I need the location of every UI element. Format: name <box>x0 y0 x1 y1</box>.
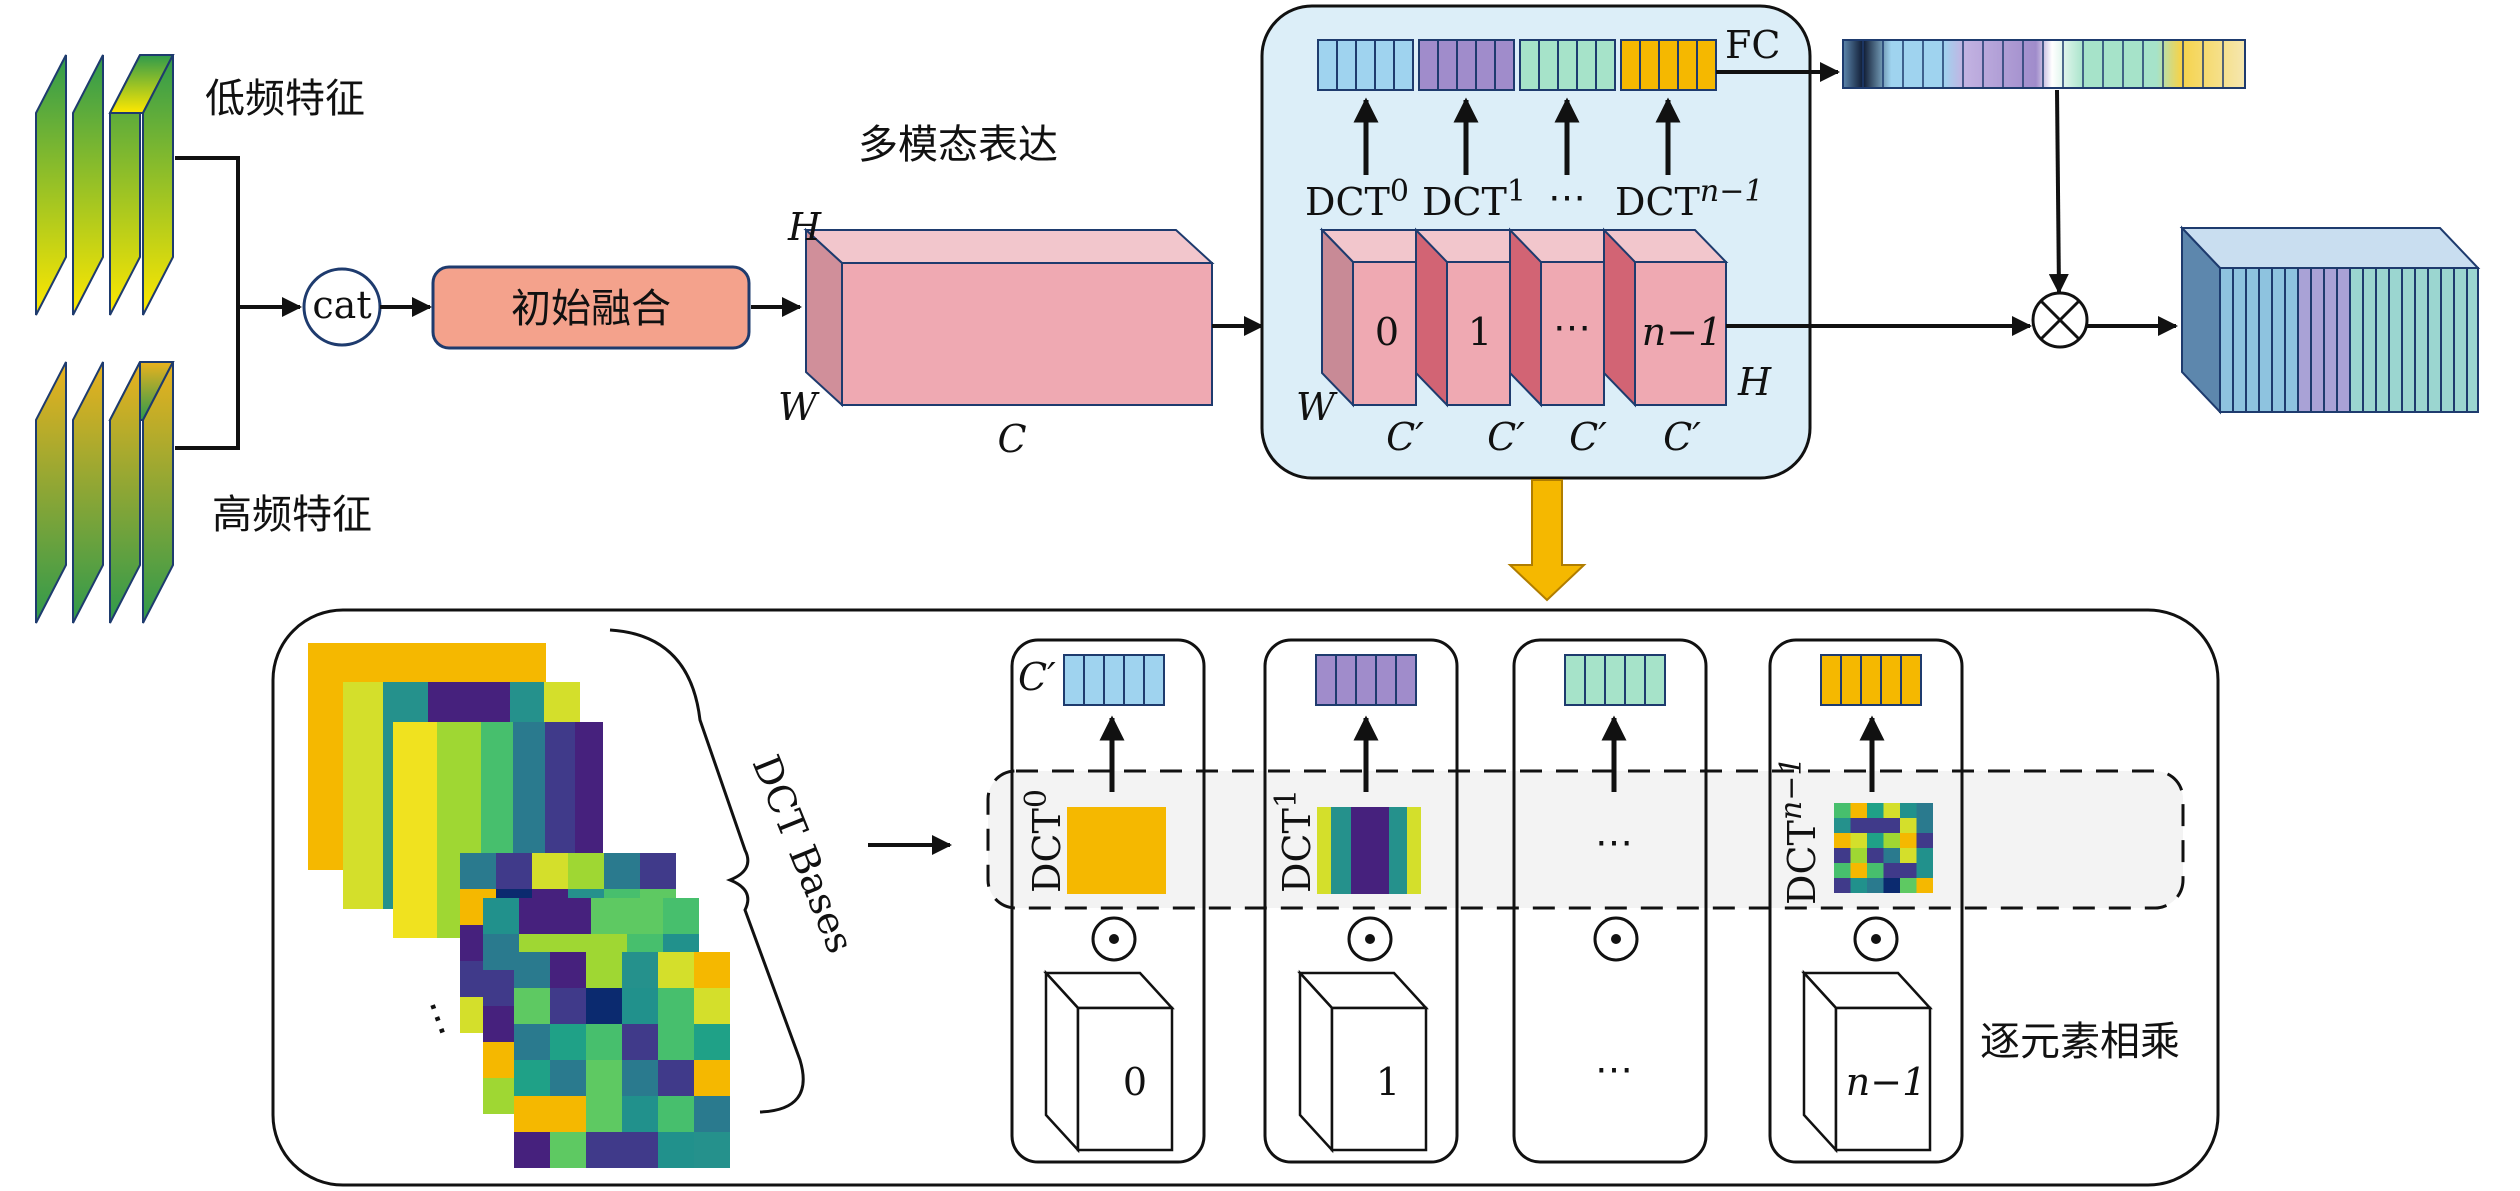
column-1: DCT1 1 <box>1263 638 1459 1164</box>
circled-times-icon <box>2031 291 2089 349</box>
circled-dot-icon <box>1347 916 1393 962</box>
output-feature-stack <box>2179 225 2481 415</box>
multimodal-label: 多模态表达 <box>858 122 1058 168</box>
circled-dot-icon <box>1091 916 1137 962</box>
column-0: C′ DCT0 0 <box>1010 638 1206 1164</box>
column-n-cube-label: n−1 <box>1846 1060 1927 1104</box>
circled-dot-icon <box>1853 916 1899 962</box>
slice-n-channel: C′ <box>1663 415 1701 459</box>
circled-dot-icon <box>1593 916 1639 962</box>
slice-1-label: 1 <box>1468 310 1492 354</box>
high-freq-label: 高频特征 <box>212 492 372 538</box>
low-freq-feature-stack <box>35 54 175 316</box>
dctn-label: DCTn−1 <box>1615 174 1763 224</box>
arrow-weights-to-multiply <box>2048 89 2069 294</box>
column-1-dct-label: DCT1 <box>1269 789 1319 893</box>
dct0-label: DCT0 <box>1305 174 1409 224</box>
column-n-dct-label: DCTn−1 <box>1774 757 1824 905</box>
split-height-label: H <box>1737 360 1772 404</box>
column-n-vector <box>1820 654 1922 706</box>
column-0-cube-label: 0 <box>1123 1060 1147 1104</box>
initial-fusion-box: 初始融合 <box>431 265 751 350</box>
slice-n-label: n−1 <box>1642 310 1723 354</box>
column-ellipsis-basis: ⋯ <box>1595 820 1633 864</box>
initial-fusion-label: 初始融合 <box>511 286 671 332</box>
dctn-basis-image <box>1834 803 1933 893</box>
tensor-height-label: H <box>787 205 822 249</box>
slice-0-channel: C′ <box>1386 415 1424 459</box>
vector-segment-gold <box>1620 39 1717 91</box>
dct-vector <box>1317 39 1717 91</box>
column-n: DCTn−1 n−1 <box>1768 638 1964 1164</box>
high-freq-feature-stack <box>35 361 175 624</box>
dct-bases-stack: ⋯ <box>308 643 730 1168</box>
column-ellipsis-cube: ⋯ <box>1595 1047 1633 1091</box>
split-tensor <box>1319 227 1729 408</box>
column-n-cube <box>1801 969 1933 1154</box>
column-0-dct-label: DCT0 <box>1019 789 1069 893</box>
split-width-label: W <box>1296 385 1338 429</box>
column-1-cube-label: 1 <box>1376 1060 1400 1104</box>
multimodal-tensor <box>803 227 1215 408</box>
tensor-width-label: W <box>778 385 820 429</box>
column-0-channel-label: C′ <box>1018 655 1056 699</box>
column-1-vector <box>1315 654 1417 706</box>
fc-label: FC <box>1725 23 1780 67</box>
column-ellipsis: ⋯ ⋯ <box>1512 638 1708 1164</box>
tensor-channel-label: C <box>997 417 1026 461</box>
dct1-basis-image <box>1317 807 1421 894</box>
vector-segment-purple <box>1418 39 1515 91</box>
attention-weight-vector <box>1842 39 2246 89</box>
dct0-basis-image <box>1067 807 1166 894</box>
column-ellipsis-vector <box>1564 654 1666 706</box>
orange-down-arrow-icon <box>1507 479 1587 602</box>
column-0-vector <box>1063 654 1165 706</box>
low-freq-label: 低频特征 <box>205 76 365 122</box>
slice-2-channel: C′ <box>1569 415 1607 459</box>
vector-segment-blue <box>1317 39 1414 91</box>
vector-segment-teal <box>1519 39 1616 91</box>
concat-connector <box>175 156 302 450</box>
column-1-cube <box>1297 969 1429 1154</box>
elementwise-label: 逐元素相乘 <box>1980 1019 2180 1065</box>
dct1-label: DCT1 <box>1422 174 1526 224</box>
dct-bases-brace <box>609 628 805 1114</box>
cat-label: cat <box>312 283 371 327</box>
dct-up-arrows <box>1353 97 1681 175</box>
slice-dots-label: ⋯ <box>1553 305 1591 349</box>
column-0-cube <box>1043 969 1175 1154</box>
dct-ellipsis: ⋯ <box>1548 175 1586 219</box>
slice-0-label: 0 <box>1375 310 1399 354</box>
cat-node: cat <box>302 267 382 347</box>
slice-1-channel: C′ <box>1487 415 1525 459</box>
dct-basis-band <box>986 769 2185 910</box>
